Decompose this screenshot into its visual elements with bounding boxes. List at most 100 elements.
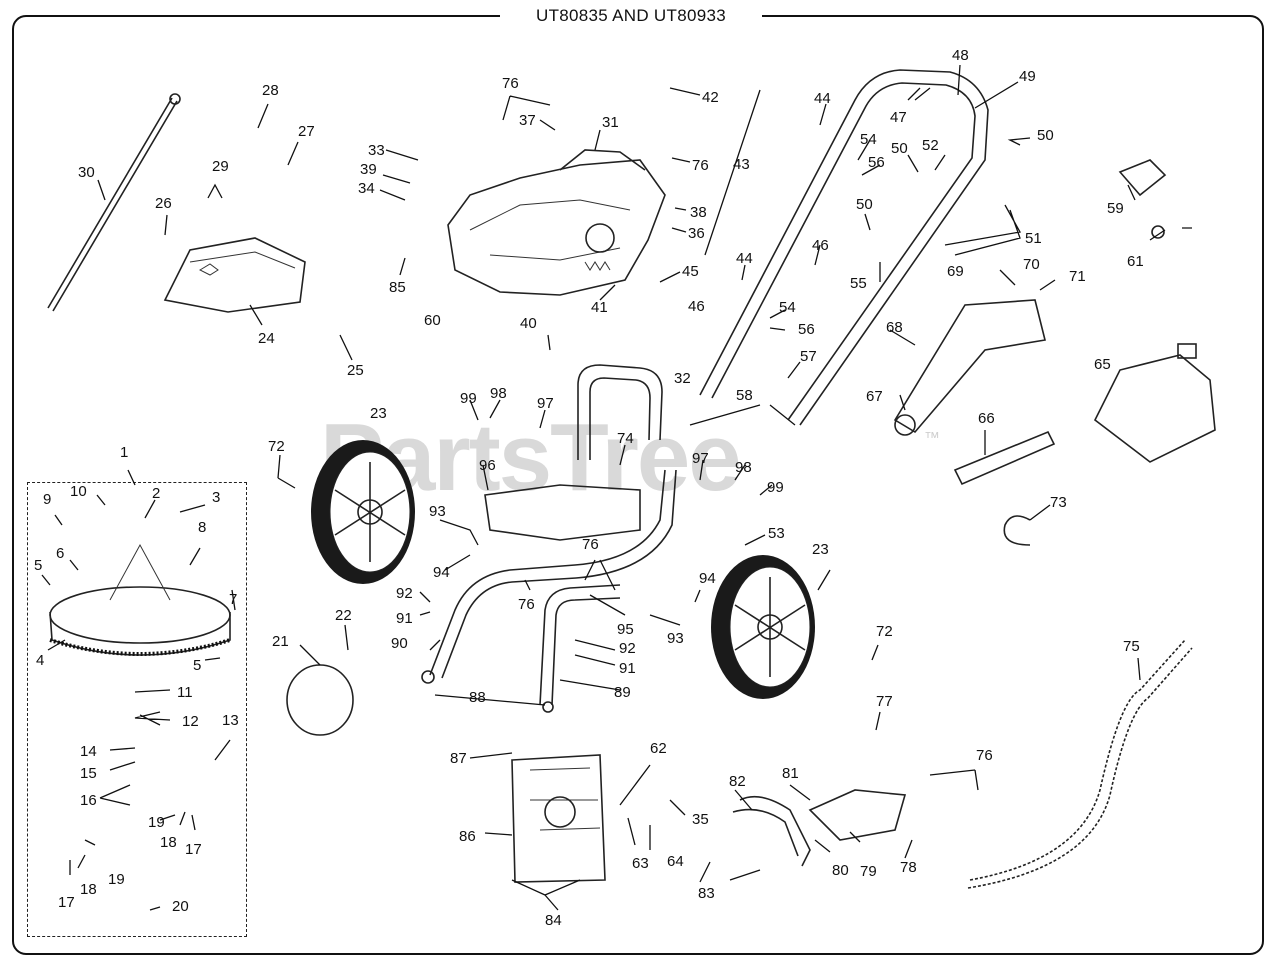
part-label: 27	[298, 123, 315, 140]
part-label: 13	[222, 712, 239, 729]
part-label: 9	[43, 491, 52, 508]
part-label: 35	[692, 811, 709, 828]
part-label: 59	[1107, 200, 1124, 217]
part-label: 97	[537, 395, 554, 412]
part-label: 69	[947, 263, 964, 280]
part-label: 54	[779, 299, 796, 316]
part-label: 2	[152, 485, 161, 502]
part-label: 73	[1050, 494, 1067, 511]
part-label: 24	[258, 330, 275, 347]
part-label: 30	[78, 164, 95, 181]
part-label: 82	[729, 773, 746, 790]
part-label: 39	[360, 161, 377, 178]
wheel-right-part	[711, 555, 815, 699]
part-label: 5	[34, 557, 43, 574]
part-label: 97	[692, 450, 709, 467]
part-label: 98	[490, 385, 507, 402]
part-label: 56	[868, 154, 885, 171]
part-label: 17	[58, 894, 75, 911]
part-label: 74	[617, 430, 634, 447]
part-label: 33	[368, 142, 385, 159]
part-label: 26	[155, 195, 172, 212]
part-label: 72	[876, 623, 893, 640]
part-label: 1	[120, 444, 129, 461]
part-label: 23	[812, 541, 829, 558]
part-label: 46	[812, 237, 829, 254]
part-label: 72	[268, 438, 285, 455]
part-label: 95	[617, 621, 634, 638]
part-label: 19	[148, 814, 165, 831]
part-label: 6	[56, 545, 65, 562]
hose-part	[967, 639, 1193, 889]
part-label: 67	[866, 388, 883, 405]
part-label: 70	[1023, 256, 1040, 273]
hose-loop-part	[286, 664, 354, 736]
wheel-left-part	[311, 440, 415, 584]
part-label: 49	[1019, 68, 1036, 85]
part-label: 7	[229, 591, 238, 608]
part-label: 17	[185, 841, 202, 858]
part-label: 5	[193, 657, 202, 674]
spray-gun-part	[732, 789, 907, 867]
part-label: 16	[80, 792, 97, 809]
part-label: 94	[699, 570, 716, 587]
part-label: 46	[688, 298, 705, 315]
part-label: 54	[860, 131, 877, 148]
part-label: 58	[736, 387, 753, 404]
part-label: 50	[856, 196, 873, 213]
part-label: 32	[674, 370, 691, 387]
part-label: 18	[80, 881, 97, 898]
wand-rod-part	[47, 93, 181, 312]
part-label: 23	[370, 405, 387, 422]
part-label: 3	[212, 489, 221, 506]
part-label: 76	[518, 596, 535, 613]
part-label: 91	[619, 660, 636, 677]
part-label: 36	[688, 225, 705, 242]
part-label: 45	[682, 263, 699, 280]
small-fittings-part	[1003, 159, 1167, 546]
part-label: 99	[767, 479, 784, 496]
part-label: 63	[632, 855, 649, 872]
handle-tubes-part	[699, 69, 989, 426]
part-label: 52	[922, 137, 939, 154]
part-label: 55	[850, 275, 867, 292]
part-label: 79	[860, 863, 877, 880]
part-label: 44	[736, 250, 753, 267]
part-label: 78	[900, 859, 917, 876]
part-label: 99	[460, 390, 477, 407]
part-label: 10	[70, 483, 87, 500]
part-label: 19	[108, 871, 125, 888]
part-label: 76	[976, 747, 993, 764]
part-label: 76	[692, 157, 709, 174]
handle-frame-part	[577, 364, 663, 460]
part-label: 44	[814, 90, 831, 107]
part-label: 56	[798, 321, 815, 338]
part-label: 31	[602, 114, 619, 131]
part-label: 21	[272, 633, 289, 650]
part-label: 47	[890, 109, 907, 126]
watermark-trademark: ™	[924, 430, 940, 447]
part-label: 34	[358, 180, 375, 197]
leader-lines	[41, 64, 1192, 911]
part-label: 93	[429, 503, 446, 520]
part-label: 50	[891, 140, 908, 157]
surface-cleaner-inset	[27, 482, 247, 937]
part-label: 40	[520, 315, 537, 332]
part-label: 92	[396, 585, 413, 602]
part-label: 60	[424, 312, 441, 329]
part-label: 88	[469, 689, 486, 706]
part-label: 15	[80, 765, 97, 782]
part-label: 91	[396, 610, 413, 627]
part-label: 51	[1025, 230, 1042, 247]
part-label: 94	[433, 564, 450, 581]
part-label: 61	[1127, 253, 1144, 270]
part-label: 92	[619, 640, 636, 657]
part-label: 41	[591, 299, 608, 316]
part-label: 48	[952, 47, 969, 64]
spray-lance-part	[893, 299, 1046, 436]
part-label: 57	[800, 348, 817, 365]
part-label: 77	[876, 693, 893, 710]
part-label: 64	[667, 853, 684, 870]
pump-part	[511, 754, 606, 883]
